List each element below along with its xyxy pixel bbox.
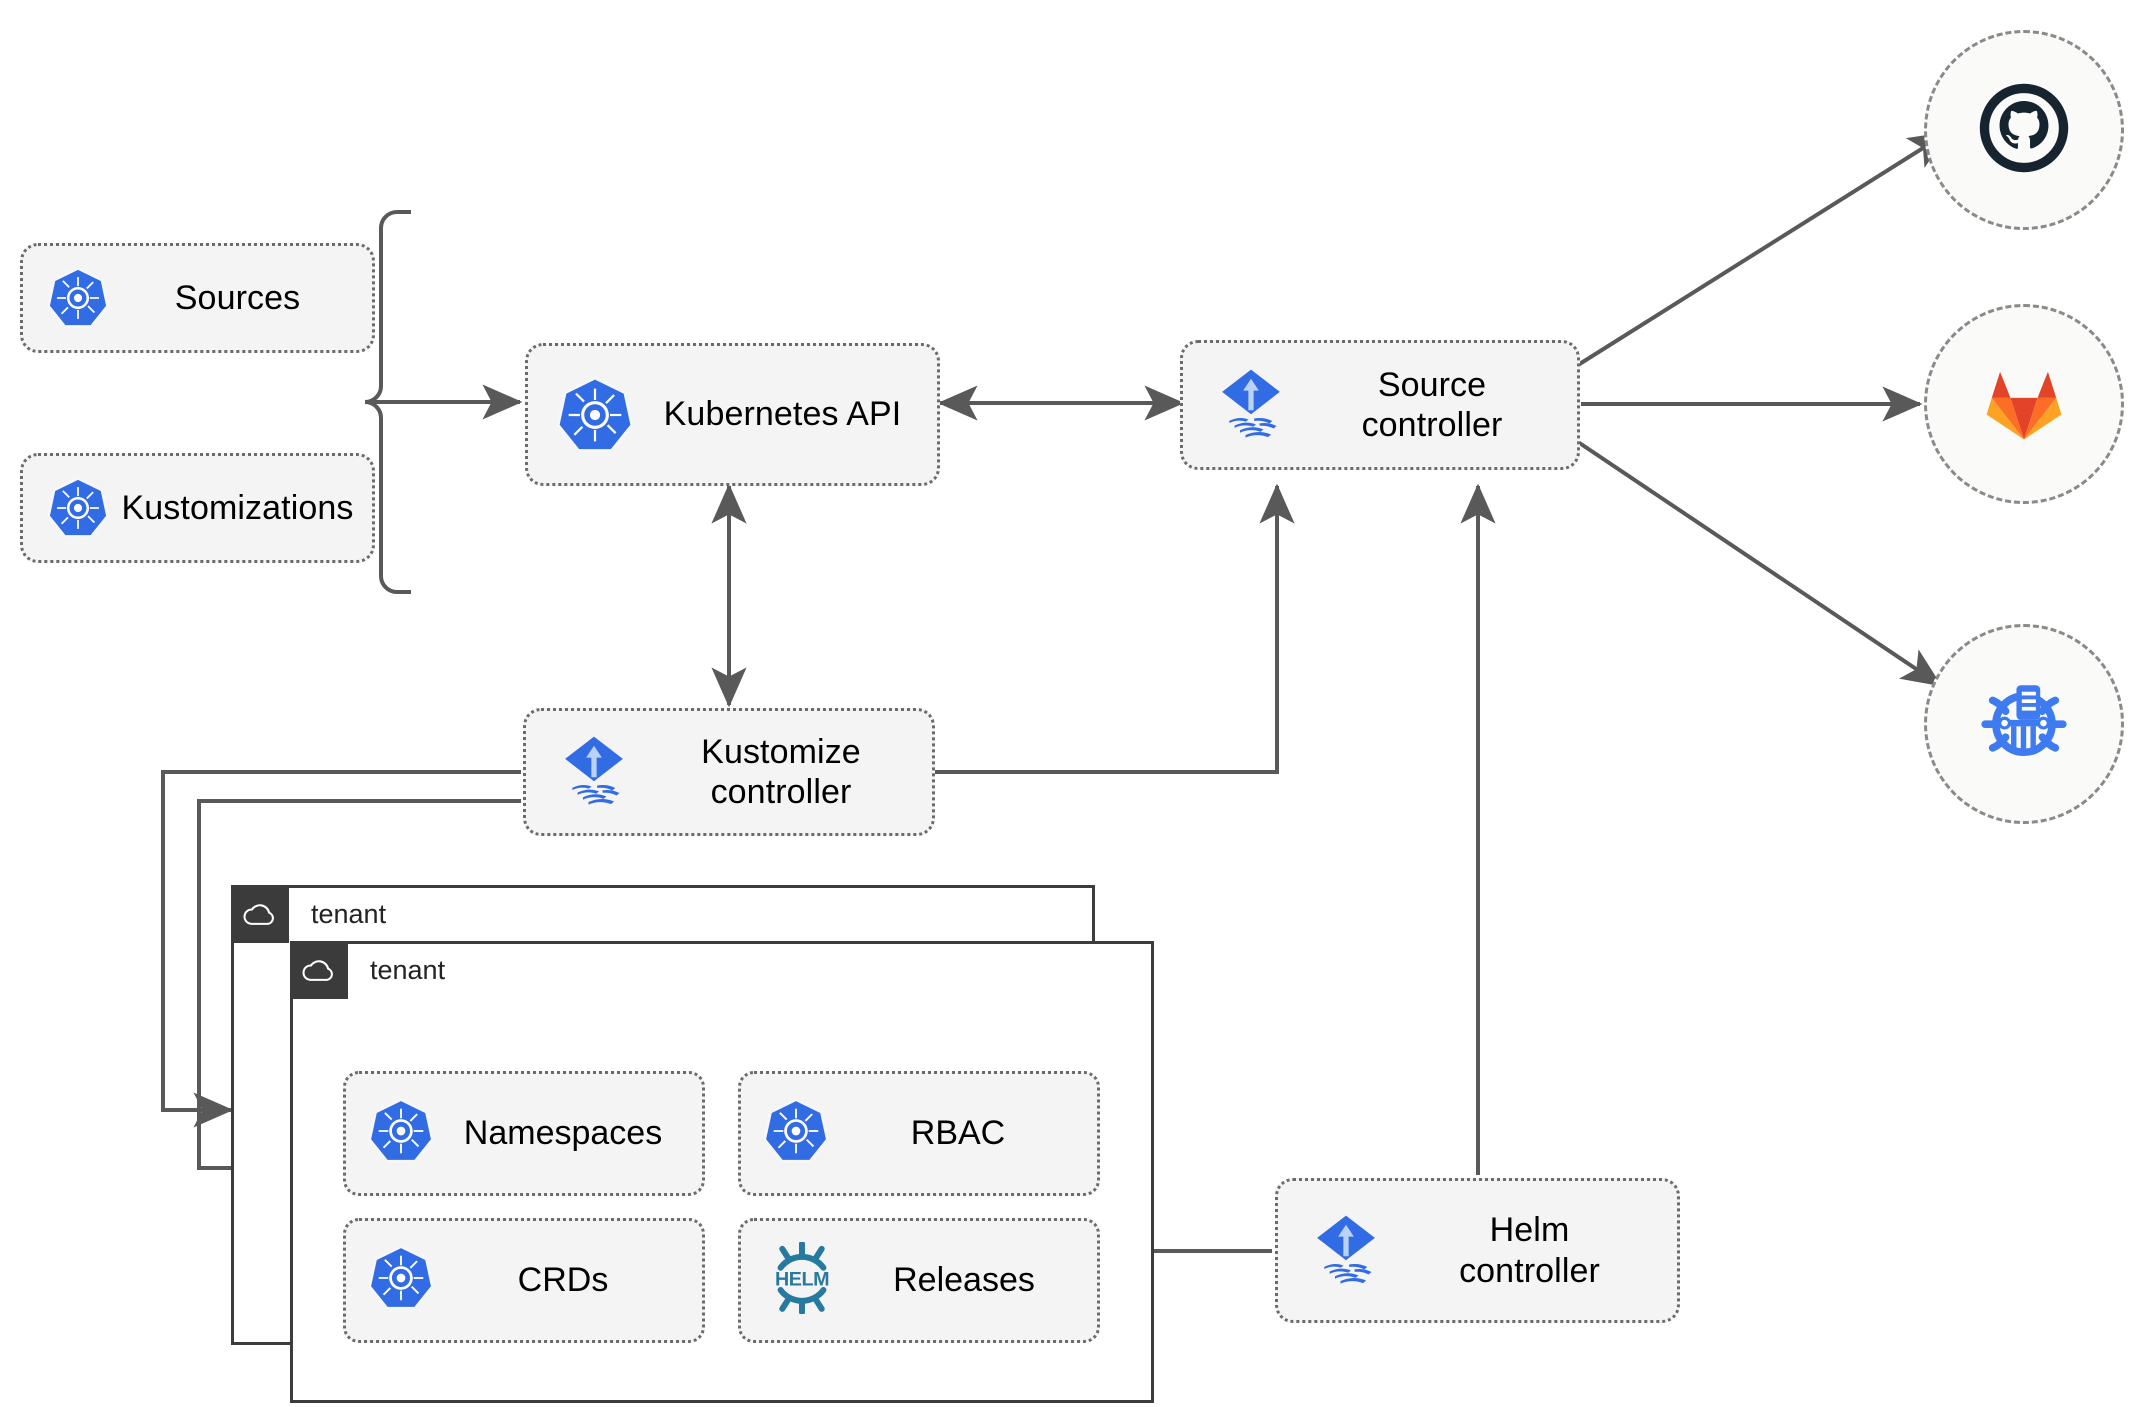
edge-source-helmrepo bbox=[1576, 440, 1942, 687]
node-label-line1: Helm bbox=[1489, 1211, 1570, 1250]
resource-label: Releases bbox=[893, 1261, 1035, 1299]
node-sources[interactable]: Sources bbox=[20, 243, 375, 353]
tenant-resource-grid: Namespaces bbox=[343, 1071, 1100, 1343]
cloud-icon bbox=[231, 885, 289, 943]
svg-text:HELM: HELM bbox=[775, 1269, 829, 1291]
edge-kustomize-source bbox=[935, 483, 1295, 774]
node-label: Kustomizations bbox=[121, 488, 354, 527]
flux-icon bbox=[1304, 1209, 1388, 1293]
kubernetes-icon bbox=[556, 376, 634, 454]
repo-gitlab[interactable] bbox=[1924, 304, 2124, 504]
resource-label: CRDs bbox=[517, 1261, 609, 1299]
kubernetes-icon bbox=[47, 477, 109, 539]
edge-source-github bbox=[1576, 131, 1950, 367]
node-source-controller[interactable]: Source controller bbox=[1180, 340, 1580, 470]
resource-label: RBAC bbox=[910, 1114, 1006, 1152]
node-helm-controller[interactable]: Helm controller bbox=[1275, 1178, 1680, 1323]
resource-releases[interactable]: HELM Releases bbox=[738, 1218, 1100, 1343]
tenant-container-front[interactable]: tenant bbox=[290, 941, 1154, 1403]
resource-crds[interactable]: CRDs bbox=[343, 1218, 705, 1343]
node-label-line2: controller bbox=[1361, 406, 1503, 444]
repo-helm[interactable] bbox=[1924, 624, 2124, 824]
tenant-label: tenant bbox=[370, 954, 446, 985]
cloud-icon bbox=[290, 941, 348, 999]
node-label-line2: controller bbox=[710, 773, 852, 811]
tenant-label: tenant bbox=[311, 898, 387, 929]
tenant-header: tenant bbox=[290, 941, 445, 999]
kubernetes-icon bbox=[368, 1098, 434, 1169]
node-label: Sources bbox=[174, 278, 301, 317]
node-kustomizations[interactable]: Kustomizations bbox=[20, 453, 375, 563]
node-kubernetes-api[interactable]: Kubernetes API bbox=[525, 343, 940, 486]
node-label-line1: Source bbox=[1377, 365, 1487, 404]
repo-github[interactable] bbox=[1924, 30, 2124, 230]
tenant-header: tenant bbox=[231, 885, 386, 943]
node-label: Kubernetes API bbox=[663, 395, 902, 434]
github-icon bbox=[1972, 76, 2076, 185]
gitlab-icon bbox=[1972, 350, 2076, 459]
resource-label: Namespaces bbox=[463, 1114, 663, 1152]
helm-icon: HELM bbox=[763, 1240, 841, 1319]
node-label: Kustomize controller bbox=[636, 732, 932, 812]
node-kustomize-controller[interactable]: Kustomize controller bbox=[523, 708, 935, 836]
node-label: Helm controller bbox=[1388, 1210, 1677, 1290]
kubernetes-icon bbox=[47, 267, 109, 329]
kubernetes-icon bbox=[763, 1098, 829, 1169]
kubernetes-icon bbox=[368, 1245, 434, 1316]
node-label-line1: Kustomize bbox=[701, 732, 861, 771]
flux-icon bbox=[552, 730, 636, 814]
flux-icon bbox=[1209, 363, 1293, 447]
node-label: Source controller bbox=[1293, 365, 1577, 445]
node-label-line2: controller bbox=[1459, 1251, 1600, 1290]
resource-namespaces[interactable]: Namespaces bbox=[343, 1071, 705, 1196]
helm-repository-icon bbox=[1970, 668, 2078, 781]
resource-rbac[interactable]: RBAC bbox=[738, 1071, 1100, 1196]
